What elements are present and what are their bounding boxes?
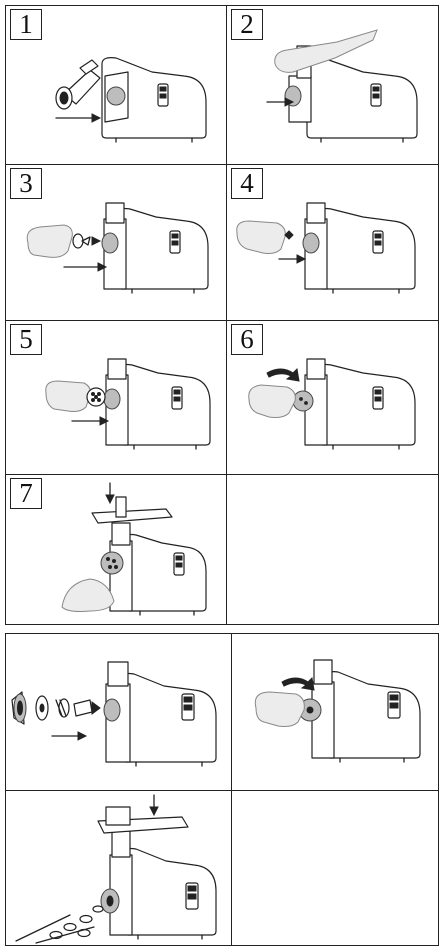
step-7-illustration	[6, 475, 226, 624]
sausage-kit-illustration	[6, 634, 231, 790]
step-6-illustration	[227, 321, 438, 474]
step-4-illustration	[227, 165, 438, 320]
empty-panel-b	[232, 791, 438, 945]
step-5-illustration	[6, 321, 226, 474]
step-3-panel: 3	[6, 165, 226, 320]
step-1-panel: 1	[6, 6, 226, 164]
empty-panel-a	[227, 475, 438, 624]
kibbe-illustration	[6, 791, 231, 945]
step-7-panel: 7	[6, 475, 226, 624]
sausage-ring-tighten-icon	[255, 660, 420, 762]
step-2-panel: 2	[227, 6, 438, 164]
step-3-illustration	[6, 165, 226, 320]
head-twist-lock-icon	[267, 30, 417, 142]
tray-and-mince-icon	[62, 483, 206, 615]
screw-and-blade-insert-icon	[27, 203, 208, 293]
step-5-panel: 5	[6, 321, 226, 474]
sausage-kit-panel	[6, 634, 231, 790]
sausage-ring-panel	[232, 634, 438, 790]
blade-insert-icon	[237, 203, 415, 293]
step-6-panel: 6	[227, 321, 438, 474]
step-1-illustration	[6, 6, 226, 164]
sausage-ring-illustration	[232, 634, 438, 790]
grinder-head-attach-icon	[56, 58, 206, 142]
step-4-panel: 4	[227, 165, 438, 320]
kibbe-output-icon	[16, 795, 216, 943]
sausage-kit-assembly-icon	[12, 662, 216, 766]
plate-insert-icon	[46, 359, 210, 449]
ring-tighten-icon	[249, 359, 415, 449]
step-2-illustration	[227, 6, 438, 164]
kibbe-panel	[6, 791, 231, 945]
